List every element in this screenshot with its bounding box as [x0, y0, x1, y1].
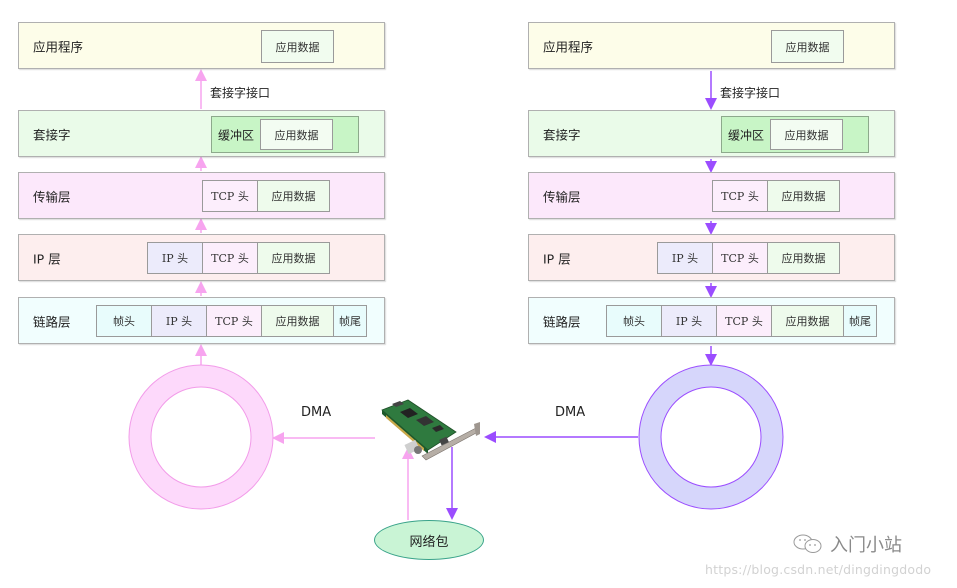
layer-link: 链路层 帧头 IP 头 TCP 头 应用数据 帧尾 [528, 297, 895, 344]
layer-transport: 传输层 TCP 头 应用数据 [528, 172, 895, 219]
segment-tcp-header: TCP 头 [716, 305, 772, 337]
network-card-icon [381, 399, 480, 461]
layer-label: 传输层 [33, 189, 71, 204]
layer-label: 链路层 [33, 314, 71, 329]
segment-app-data: 应用数据 [261, 305, 334, 337]
layer-ip: IP 层 IP 头 TCP 头 应用数据 [18, 234, 385, 281]
layer-link: 链路层 帧头 IP 头 TCP 头 应用数据 帧尾 [18, 297, 385, 344]
segment-ip-header: IP 头 [151, 305, 207, 337]
socket-interface-label: 套接字接口 [210, 86, 271, 100]
watermark-name: 入门小站 [830, 535, 902, 556]
layer-label: 链路层 [543, 314, 581, 329]
layer-label: 传输层 [543, 189, 581, 204]
segment-app-data: 应用数据 [260, 119, 333, 150]
segment-frame-header: 帧头 [96, 305, 152, 337]
layer-socket: 套接字 缓冲区 应用数据 [528, 110, 895, 157]
segment-app-data: 应用数据 [257, 242, 330, 274]
dma-label-receive: DMA [301, 405, 332, 420]
layer-label: 应用程序 [543, 39, 594, 54]
layer-label: 应用程序 [33, 39, 84, 54]
watermark: 入门小站 [792, 531, 902, 557]
layer-application: 应用程序 应用数据 [528, 22, 895, 69]
layer-transport: 传输层 TCP 头 应用数据 [18, 172, 385, 219]
segment-app-data: 应用数据 [771, 30, 844, 63]
receive-stack: 应用程序 应用数据 套接字接口 套接字 缓冲区 应用数据 传输层 TCP 头 应… [0, 0, 400, 350]
segment-app-data: 应用数据 [770, 119, 843, 150]
segment-app-data: 应用数据 [771, 305, 844, 337]
receive-arrows [195, 69, 414, 520]
dma-label-send: DMA [555, 405, 586, 420]
segment-ip-header: IP 头 [657, 242, 713, 274]
send-stack: 应用程序 应用数据 套接字接口 套接字 缓冲区 应用数据 传输层 TCP 头 应… [510, 0, 910, 350]
buffer-label: 缓冲区 [218, 128, 255, 142]
segment-tcp-header: TCP 头 [712, 180, 768, 212]
segment-tcp-header: TCP 头 [202, 180, 258, 212]
segment-frame-header: 帧头 [606, 305, 662, 337]
segment-ip-header: IP 头 [661, 305, 717, 337]
socket-interface-label: 套接字接口 [720, 86, 781, 100]
segment-frame-trailer: 帧尾 [843, 305, 877, 337]
layer-ip: IP 层 IP 头 TCP 头 应用数据 [528, 234, 895, 281]
send-ring-buffer [638, 364, 784, 510]
socket-buffer: 缓冲区 应用数据 [721, 116, 869, 153]
segment-app-data: 应用数据 [767, 180, 840, 212]
receive-ring-buffer [128, 364, 274, 510]
layer-application: 应用程序 应用数据 [18, 22, 385, 69]
segment-ip-header: IP 头 [147, 242, 203, 274]
socket-buffer: 缓冲区 应用数据 [211, 116, 359, 153]
layer-label: IP 层 [33, 251, 61, 266]
segment-app-data: 应用数据 [767, 242, 840, 274]
watermark-url: https://blog.csdn.net/dingdingdodo [705, 562, 932, 577]
network-packet: 网络包 [374, 520, 484, 560]
wechat-icon [793, 534, 822, 553]
segment-app-data: 应用数据 [257, 180, 330, 212]
buffer-label: 缓冲区 [728, 128, 765, 142]
segment-tcp-header: TCP 头 [206, 305, 262, 337]
segment-frame-trailer: 帧尾 [333, 305, 367, 337]
layer-label: 套接字 [543, 127, 581, 142]
send-arrows [446, 71, 717, 520]
layer-socket: 套接字 缓冲区 应用数据 [18, 110, 385, 157]
segment-tcp-header: TCP 头 [202, 242, 258, 274]
segment-tcp-header: TCP 头 [712, 242, 768, 274]
layer-label: IP 层 [543, 251, 571, 266]
segment-app-data: 应用数据 [261, 30, 334, 63]
network-packet-label: 网络包 [409, 534, 449, 550]
layer-label: 套接字 [33, 127, 71, 142]
